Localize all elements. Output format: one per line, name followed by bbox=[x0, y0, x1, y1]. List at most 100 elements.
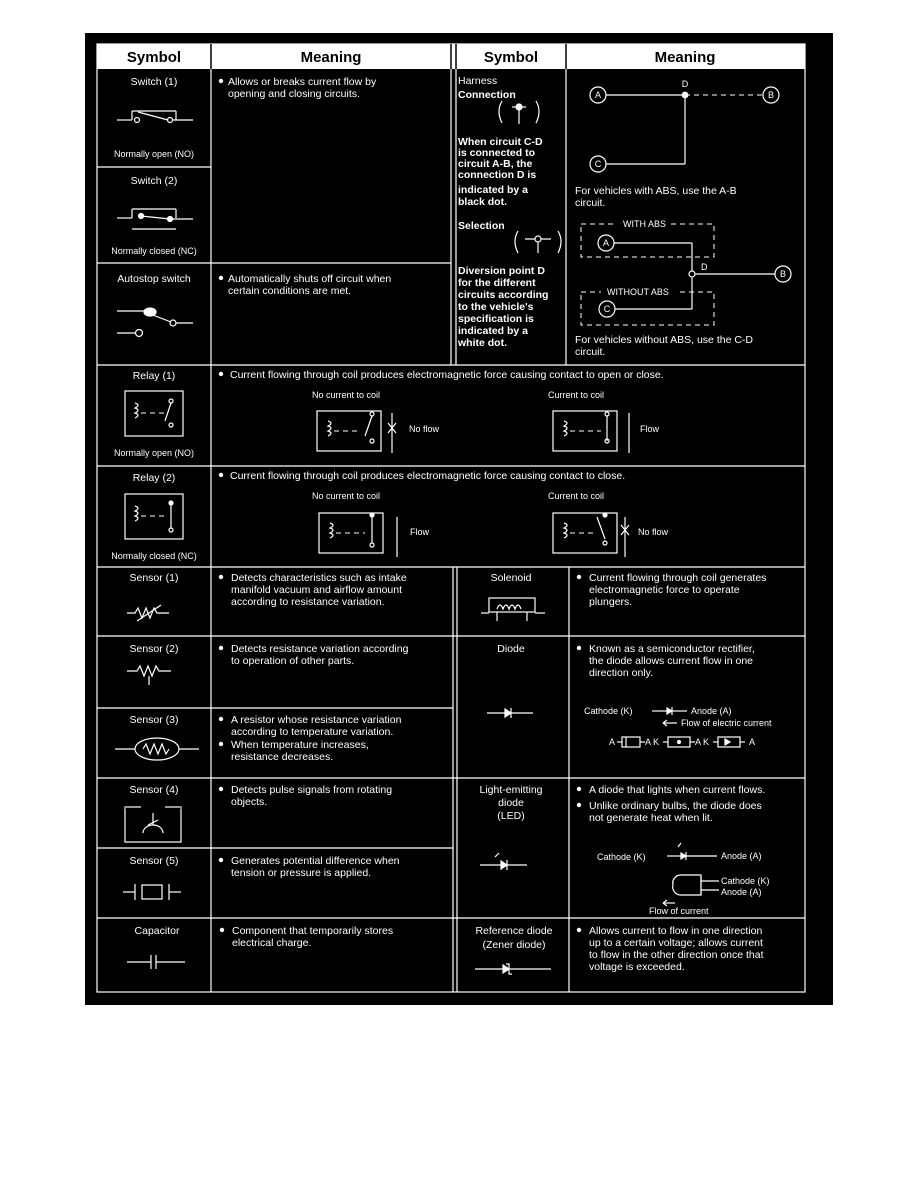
sensor-1-title: Sensor (1) bbox=[129, 572, 178, 584]
no-abs-text-2: circuit. bbox=[575, 346, 605, 358]
without-abs-label: WITHOUT ABS bbox=[607, 287, 669, 297]
switch-1-caption: Normally open (NO) bbox=[114, 149, 194, 159]
diode-small-icon bbox=[652, 706, 687, 716]
relay-open-icon bbox=[124, 390, 184, 437]
diode-meaning-3: direction only. bbox=[589, 667, 653, 679]
led-title-3: (LED) bbox=[497, 810, 524, 822]
led-title-2: diode bbox=[498, 797, 524, 809]
relay-1-current-icon bbox=[552, 410, 630, 453]
relay-2-current-icon bbox=[552, 512, 630, 557]
diode-a2-label: A bbox=[749, 737, 755, 747]
harness-selection: Selection bbox=[458, 220, 505, 232]
zener-meaning-2: up to a certain voltage; allows current bbox=[589, 937, 763, 949]
relay-2-title: Relay (2) bbox=[133, 472, 176, 484]
relay-1-current: Current to coil bbox=[548, 390, 604, 400]
switch-1-cell: Switch (1) Normally open (NO) bbox=[114, 76, 194, 159]
node-a-2: A bbox=[603, 238, 609, 248]
selection-dot-icon bbox=[514, 230, 562, 254]
diode-meaning-1: Known as a semiconductor rectifier, bbox=[589, 643, 755, 655]
relay-1-cell: Relay (1) Normally open (NO) Current flo… bbox=[114, 369, 664, 458]
connection-text-4: connection D is bbox=[458, 169, 536, 181]
solenoid-cell: Solenoid Current flowing through coil ge… bbox=[481, 572, 766, 621]
relay-2-current: Current to coil bbox=[548, 491, 604, 501]
selection-text-6: indicated by a bbox=[458, 325, 528, 337]
harness-title: Harness bbox=[458, 75, 497, 87]
no-abs-text-1: For vehicles without ABS, use the C-D bbox=[575, 334, 753, 346]
connection-text-5: indicated by a bbox=[458, 184, 528, 196]
relay-2-flow: Flow bbox=[410, 527, 430, 537]
led-title-1: Light-emitting bbox=[479, 784, 542, 796]
led-anode-label: Anode (A) bbox=[721, 851, 762, 861]
sensor-3-title: Sensor (3) bbox=[129, 714, 178, 726]
autostop-meaning-line-1: Automatically shuts off circuit when bbox=[228, 273, 391, 285]
node-b-2: B bbox=[780, 269, 786, 279]
sensor-2-cell: Sensor (2) Detects resistance variation … bbox=[127, 643, 409, 685]
sensor-3-meaning-3: When temperature increases, bbox=[231, 739, 369, 751]
relay-1-meaning: Current flowing through coil produces el… bbox=[230, 369, 664, 381]
with-abs-label: WITH ABS bbox=[623, 219, 666, 229]
relay-2-no-current-icon bbox=[318, 512, 398, 557]
node-b: B bbox=[768, 90, 774, 100]
switch-2-cell: Switch (2) Normally closed (NC) bbox=[111, 175, 197, 256]
selection-text-3: circuits according bbox=[458, 289, 548, 301]
relay-1-caption: Normally open (NO) bbox=[114, 448, 194, 458]
sensor-1-meaning-3: according to resistance variation. bbox=[231, 596, 385, 608]
sensor-5-title: Sensor (5) bbox=[129, 855, 178, 867]
capacitor-title: Capacitor bbox=[135, 925, 180, 937]
header-symbol-2: Symbol bbox=[484, 49, 538, 66]
harness-connection: Connection bbox=[458, 89, 516, 101]
led-small-icon bbox=[667, 842, 717, 861]
sensor-1-meaning-2: manifold vacuum and airflow amount bbox=[231, 584, 402, 596]
connection-text-3: circuit A-B, the bbox=[458, 158, 532, 170]
connection-dot-icon bbox=[498, 100, 540, 124]
harness-cell: Harness Connection When circuit C-D is c… bbox=[457, 75, 562, 349]
relay-2-caption: Normally closed (NC) bbox=[111, 551, 197, 561]
node-c-2: C bbox=[604, 304, 611, 314]
autostop-title: Autostop switch bbox=[117, 273, 191, 285]
header-symbol-1: Symbol bbox=[127, 49, 181, 66]
solenoid-title: Solenoid bbox=[491, 572, 532, 584]
sensor-1-meaning-1: Detects characteristics such as intake bbox=[231, 572, 407, 584]
relay-1-flow: Flow bbox=[640, 424, 660, 434]
led-icon bbox=[480, 852, 527, 871]
relay-2-no-current: No current to coil bbox=[312, 491, 380, 501]
node-d-2: D bbox=[701, 262, 708, 272]
sensor-3-cell: Sensor (3) A resistor whose resistance v… bbox=[115, 714, 402, 763]
node-c: C bbox=[595, 159, 602, 169]
switch-1-title: Switch (1) bbox=[131, 76, 178, 88]
symbol-chart: Symbol Meaning Symbol Meaning Switch (1)… bbox=[96, 43, 806, 993]
diode-meaning-2: the diode allows current flow in one bbox=[589, 655, 753, 667]
relay-2-meaning: Current flowing through coil produces el… bbox=[230, 470, 625, 482]
relay-1-title: Relay (1) bbox=[133, 370, 176, 382]
harness-diagram: A D B C For vehicles with ABS, use the A… bbox=[575, 79, 792, 358]
sensor-1-cell: Sensor (1) Detects characteristics such … bbox=[127, 572, 407, 622]
resistor-icon bbox=[127, 664, 171, 678]
thermistor-icon bbox=[115, 737, 199, 761]
zener-title-1: Reference diode bbox=[475, 925, 552, 937]
autostop-cell: Autostop switch Automatically shuts off … bbox=[117, 273, 391, 338]
selection-text-4: to the vehicle's bbox=[458, 301, 534, 313]
selection-text-2: for the different bbox=[458, 277, 536, 289]
node-a: A bbox=[595, 90, 601, 100]
diode-flow-label: Flow of electric current bbox=[681, 718, 772, 728]
selection-text-7: white dot. bbox=[457, 337, 507, 349]
capacitor-cell: Capacitor Component that temporarily sto… bbox=[127, 925, 393, 969]
diode-a-label: A bbox=[609, 737, 615, 747]
switch-2-title: Switch (2) bbox=[131, 175, 178, 187]
sensor-2-title: Sensor (2) bbox=[129, 643, 178, 655]
diode-cathode-label: Cathode (K) bbox=[584, 706, 633, 716]
pulse-sensor-icon bbox=[124, 805, 182, 843]
sensor-4-meaning-1: Detects pulse signals from rotating bbox=[231, 784, 392, 796]
symbol-chart-sheet: Symbol Meaning Symbol Meaning Switch (1)… bbox=[85, 33, 833, 1005]
zener-cell: Reference diode (Zener diode) Allows cur… bbox=[475, 925, 764, 975]
piezo-sensor-icon bbox=[123, 884, 181, 900]
capacitor-meaning-2: electrical charge. bbox=[232, 937, 311, 949]
led-meaning-3: not generate heat when lit. bbox=[589, 812, 713, 824]
variable-resistor-icon bbox=[127, 606, 169, 620]
led-cathode-label: Cathode (K) bbox=[597, 852, 646, 862]
switch-meaning-line-1: Allows or breaks current flow by bbox=[228, 76, 377, 88]
capacitor-meaning-1: Component that temporarily stores bbox=[232, 925, 393, 937]
sensor-5-meaning-2: tension or pressure is applied. bbox=[231, 867, 371, 879]
relay-2-cell: Relay (2) Normally closed (NC) Current f… bbox=[111, 470, 668, 561]
selection-text-5: specification is bbox=[458, 313, 534, 325]
